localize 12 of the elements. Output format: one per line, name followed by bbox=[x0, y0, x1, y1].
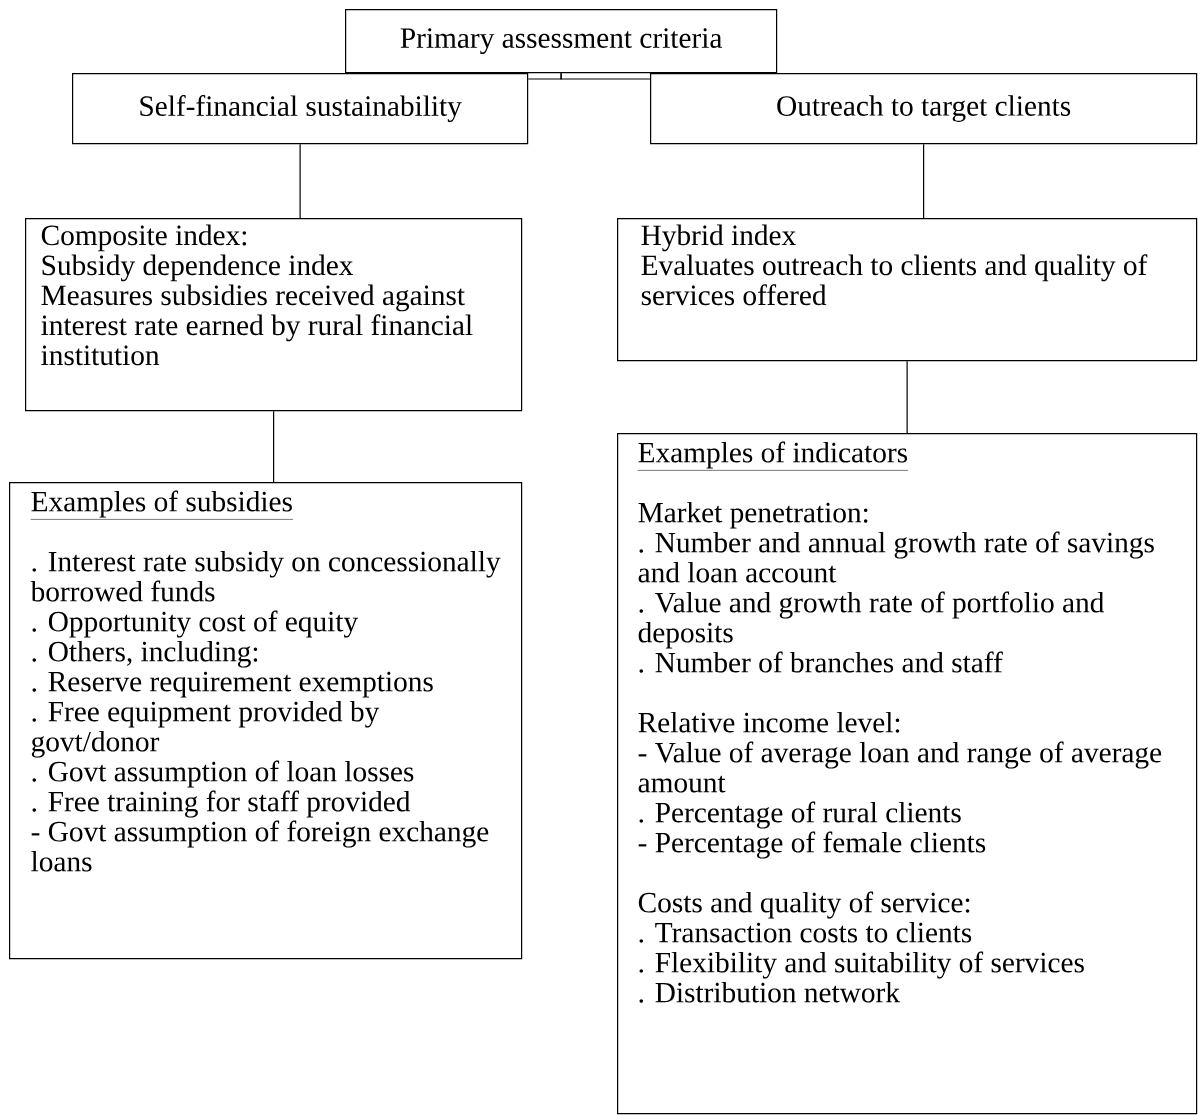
connector-line bbox=[299, 143, 301, 219]
text-box: Composite index: Subsidy dependence index Measures subsidies received against interest rate earned by rural financial institution bbox=[25, 218, 523, 412]
text-box: Examples of subsidies . Interest rate subsidy on concessionally borrowed funds . Opportunity cost of equity . Others, including: . Reserve requirement exemptions . Free equipment provided by govt/donor . Govt assumption of loan losses . Free training for staff provided - Govt assumption of foreign exchange loans bbox=[9, 482, 523, 960]
text-box: Primary assessment criteria bbox=[345, 9, 778, 74]
connector-line bbox=[906, 360, 908, 434]
text-box: Outreach to target clients bbox=[650, 73, 1198, 145]
text-box: Self-financial sustainability bbox=[72, 73, 529, 145]
connector-line bbox=[560, 72, 651, 80]
text-box: Hybrid index Evaluates outreach to clients and quality of services offered bbox=[617, 218, 1198, 362]
connector-line bbox=[923, 143, 925, 219]
text-box: Examples of indicators Market penetration: . Number and annual growth rate of savings and loan account . Value and growth rate of portfolio and deposits . Number of branches and staff Relative income level: - Value of average loan and range of average amount . Percentage of rural clients - Percentage of female clients Costs and quality of service: . Transaction costs to clients . Flexibility and suitability of services . Distribution network bbox=[617, 433, 1198, 1115]
connector-line bbox=[273, 410, 275, 483]
